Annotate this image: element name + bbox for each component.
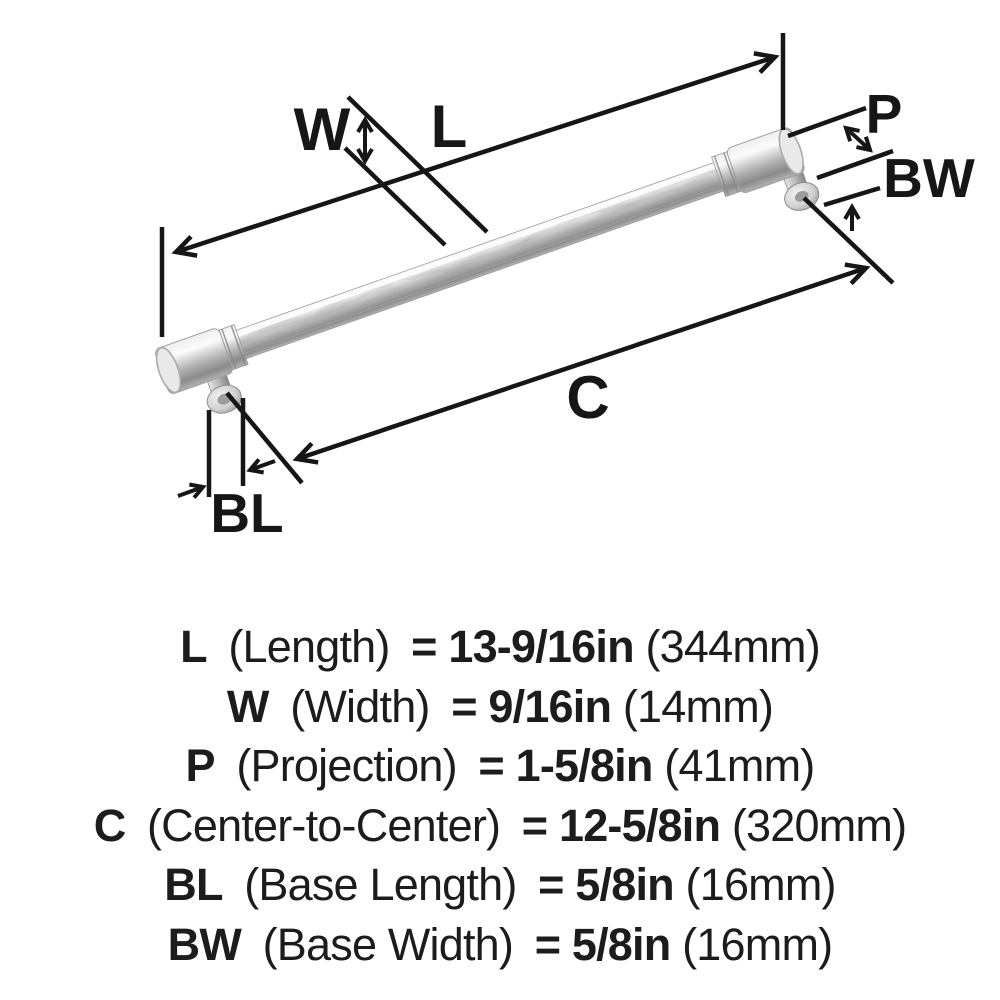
spec-desc: (Length) xyxy=(228,621,390,672)
spec-row-center-to-center: C (Center-to-Center) = 12-5/8in (320mm) xyxy=(0,796,1000,856)
label-p: P xyxy=(866,83,903,145)
c-dimension-line xyxy=(292,262,871,465)
c-extension-tick-left xyxy=(225,391,304,485)
label-bl: BL xyxy=(210,482,283,544)
spec-mm: (344mm) xyxy=(645,621,820,672)
spec-value: = 13-9/16in xyxy=(411,621,634,672)
spec-abbr: W xyxy=(226,680,269,732)
label-c: C xyxy=(566,364,609,431)
w-extension-line-lower xyxy=(343,146,447,247)
spec-abbr: C xyxy=(93,799,126,851)
spec-mm: (320mm) xyxy=(731,799,907,851)
spec-desc: (Base Length) xyxy=(244,859,517,911)
left-cap-face xyxy=(155,346,182,394)
l-dimension-line xyxy=(171,51,780,258)
dimension-bl xyxy=(177,398,276,499)
spec-value: = 9/16in xyxy=(451,680,612,732)
dimension-l xyxy=(159,33,786,337)
spec-abbr: P xyxy=(185,740,216,792)
bl-arrow-left xyxy=(177,482,207,499)
spec-value: = 1-5/8in xyxy=(478,740,653,792)
handle-bar-shadow-edge xyxy=(242,185,725,358)
spec-desc: (Width) xyxy=(290,680,430,732)
spec-row-width: W (Width) = 9/16in (14mm) xyxy=(0,677,1000,737)
spec-row-length: L (Length) = 13-9/16in (344mm) xyxy=(0,617,1000,677)
handle-bar-hammered-texture xyxy=(235,165,725,356)
cabinet-pull-handle-illustration xyxy=(155,127,820,414)
spec-row-base-width: BW (Base Width) = 5/8in (16mm) xyxy=(0,915,1000,975)
spec-desc: (Base Width) xyxy=(262,918,514,970)
dimension-w xyxy=(343,95,489,247)
spec-abbr: BL xyxy=(164,859,223,911)
c-extension-tick-right xyxy=(802,196,895,285)
spec-row-projection: P (Projection) = 1-5/8in (41mm) xyxy=(0,736,1000,796)
p-reference-line-lower xyxy=(816,148,894,181)
label-bw: BW xyxy=(883,147,975,209)
dimension-bw xyxy=(823,185,881,231)
spec-desc: (Projection) xyxy=(236,740,457,792)
handle-bar-highlight xyxy=(234,162,718,338)
spec-desc: (Center-to-Center) xyxy=(146,799,501,851)
p-reference-line-upper xyxy=(787,105,867,139)
dimension-c xyxy=(225,196,895,485)
bl-arrow-right xyxy=(246,458,276,475)
spec-row-base-length: BL (Base Length) = 5/8in (16mm) xyxy=(0,855,1000,915)
spec-mm: (16mm) xyxy=(682,918,833,970)
spec-abbr: L xyxy=(180,621,207,672)
spec-mm: (16mm) xyxy=(685,859,837,911)
label-l: L xyxy=(431,93,468,160)
spec-abbr: BW xyxy=(167,918,242,970)
spec-value: = 12-5/8in xyxy=(521,799,721,851)
bw-reference-line-lower xyxy=(823,185,881,208)
spec-mm: (14mm) xyxy=(622,680,774,732)
dimension-p xyxy=(787,105,894,181)
spec-list: L (Length) = 13-9/16in (344mm) W (Width)… xyxy=(0,617,1000,975)
label-w: W xyxy=(294,96,351,163)
handle-dimension-diagram: W L P BW C BL xyxy=(155,33,975,544)
spec-value: = 5/8in xyxy=(534,918,672,970)
spec-value: = 5/8in xyxy=(538,859,675,911)
dimension-labels: W L P BW C BL xyxy=(210,83,975,544)
spec-mm: (41mm) xyxy=(664,740,815,792)
p-double-arrow xyxy=(843,125,873,153)
dimension-lines xyxy=(159,33,895,499)
